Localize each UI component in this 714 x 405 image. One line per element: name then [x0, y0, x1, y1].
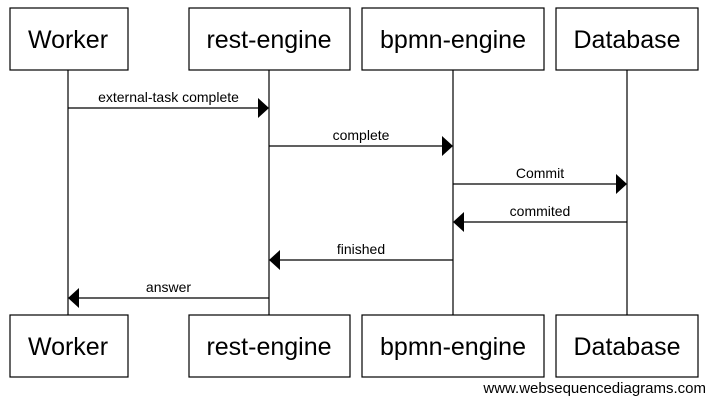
participant-label: rest-engine — [206, 333, 331, 361]
message-label: Commit — [516, 165, 564, 181]
watermark-text: www.websequencediagrams.com — [482, 380, 706, 397]
participant-label: Worker — [28, 333, 108, 361]
message-1: external-task complete — [68, 89, 269, 118]
participant-db-top: Database — [555, 7, 699, 71]
participant-rest-top: rest-engine — [188, 7, 351, 71]
participant-box — [188, 7, 351, 71]
message-6: answer — [68, 279, 269, 308]
message-3: Commit — [453, 165, 627, 194]
participant-label: bpmn-engine — [380, 333, 526, 361]
participant-label: Database — [573, 26, 680, 54]
participant-box — [9, 7, 129, 71]
arrowhead — [453, 212, 464, 232]
message-4: commited — [453, 203, 627, 232]
participant-box — [188, 314, 351, 378]
arrowhead — [269, 250, 280, 270]
participant-label: rest-engine — [206, 26, 331, 54]
message-label: finished — [337, 241, 385, 257]
participant-worker-top: Worker — [9, 7, 129, 71]
arrowhead — [616, 174, 627, 194]
message-5: finished — [269, 241, 453, 270]
participant-box — [555, 7, 699, 71]
arrowhead — [258, 98, 269, 118]
participant-worker-bottom: Worker — [9, 314, 129, 378]
participant-label: Database — [573, 333, 680, 361]
participant-db-bottom: Database — [555, 314, 699, 378]
message-label: commited — [510, 203, 571, 219]
participant-label: bpmn-engine — [380, 26, 526, 54]
message-2: complete — [269, 127, 453, 156]
message-label: external-task complete — [98, 89, 239, 105]
participant-box — [555, 314, 699, 378]
arrowhead — [442, 136, 453, 156]
participant-rest-bottom: rest-engine — [188, 314, 351, 378]
participant-bpmn-top: bpmn-engine — [361, 7, 545, 71]
participant-label: Worker — [28, 26, 108, 54]
participant-box — [361, 314, 545, 378]
participant-box — [361, 7, 545, 71]
message-label: complete — [333, 127, 390, 143]
message-label: answer — [146, 279, 191, 295]
participant-box — [9, 314, 129, 378]
arrowhead — [68, 288, 79, 308]
participant-bpmn-bottom: bpmn-engine — [361, 314, 545, 378]
